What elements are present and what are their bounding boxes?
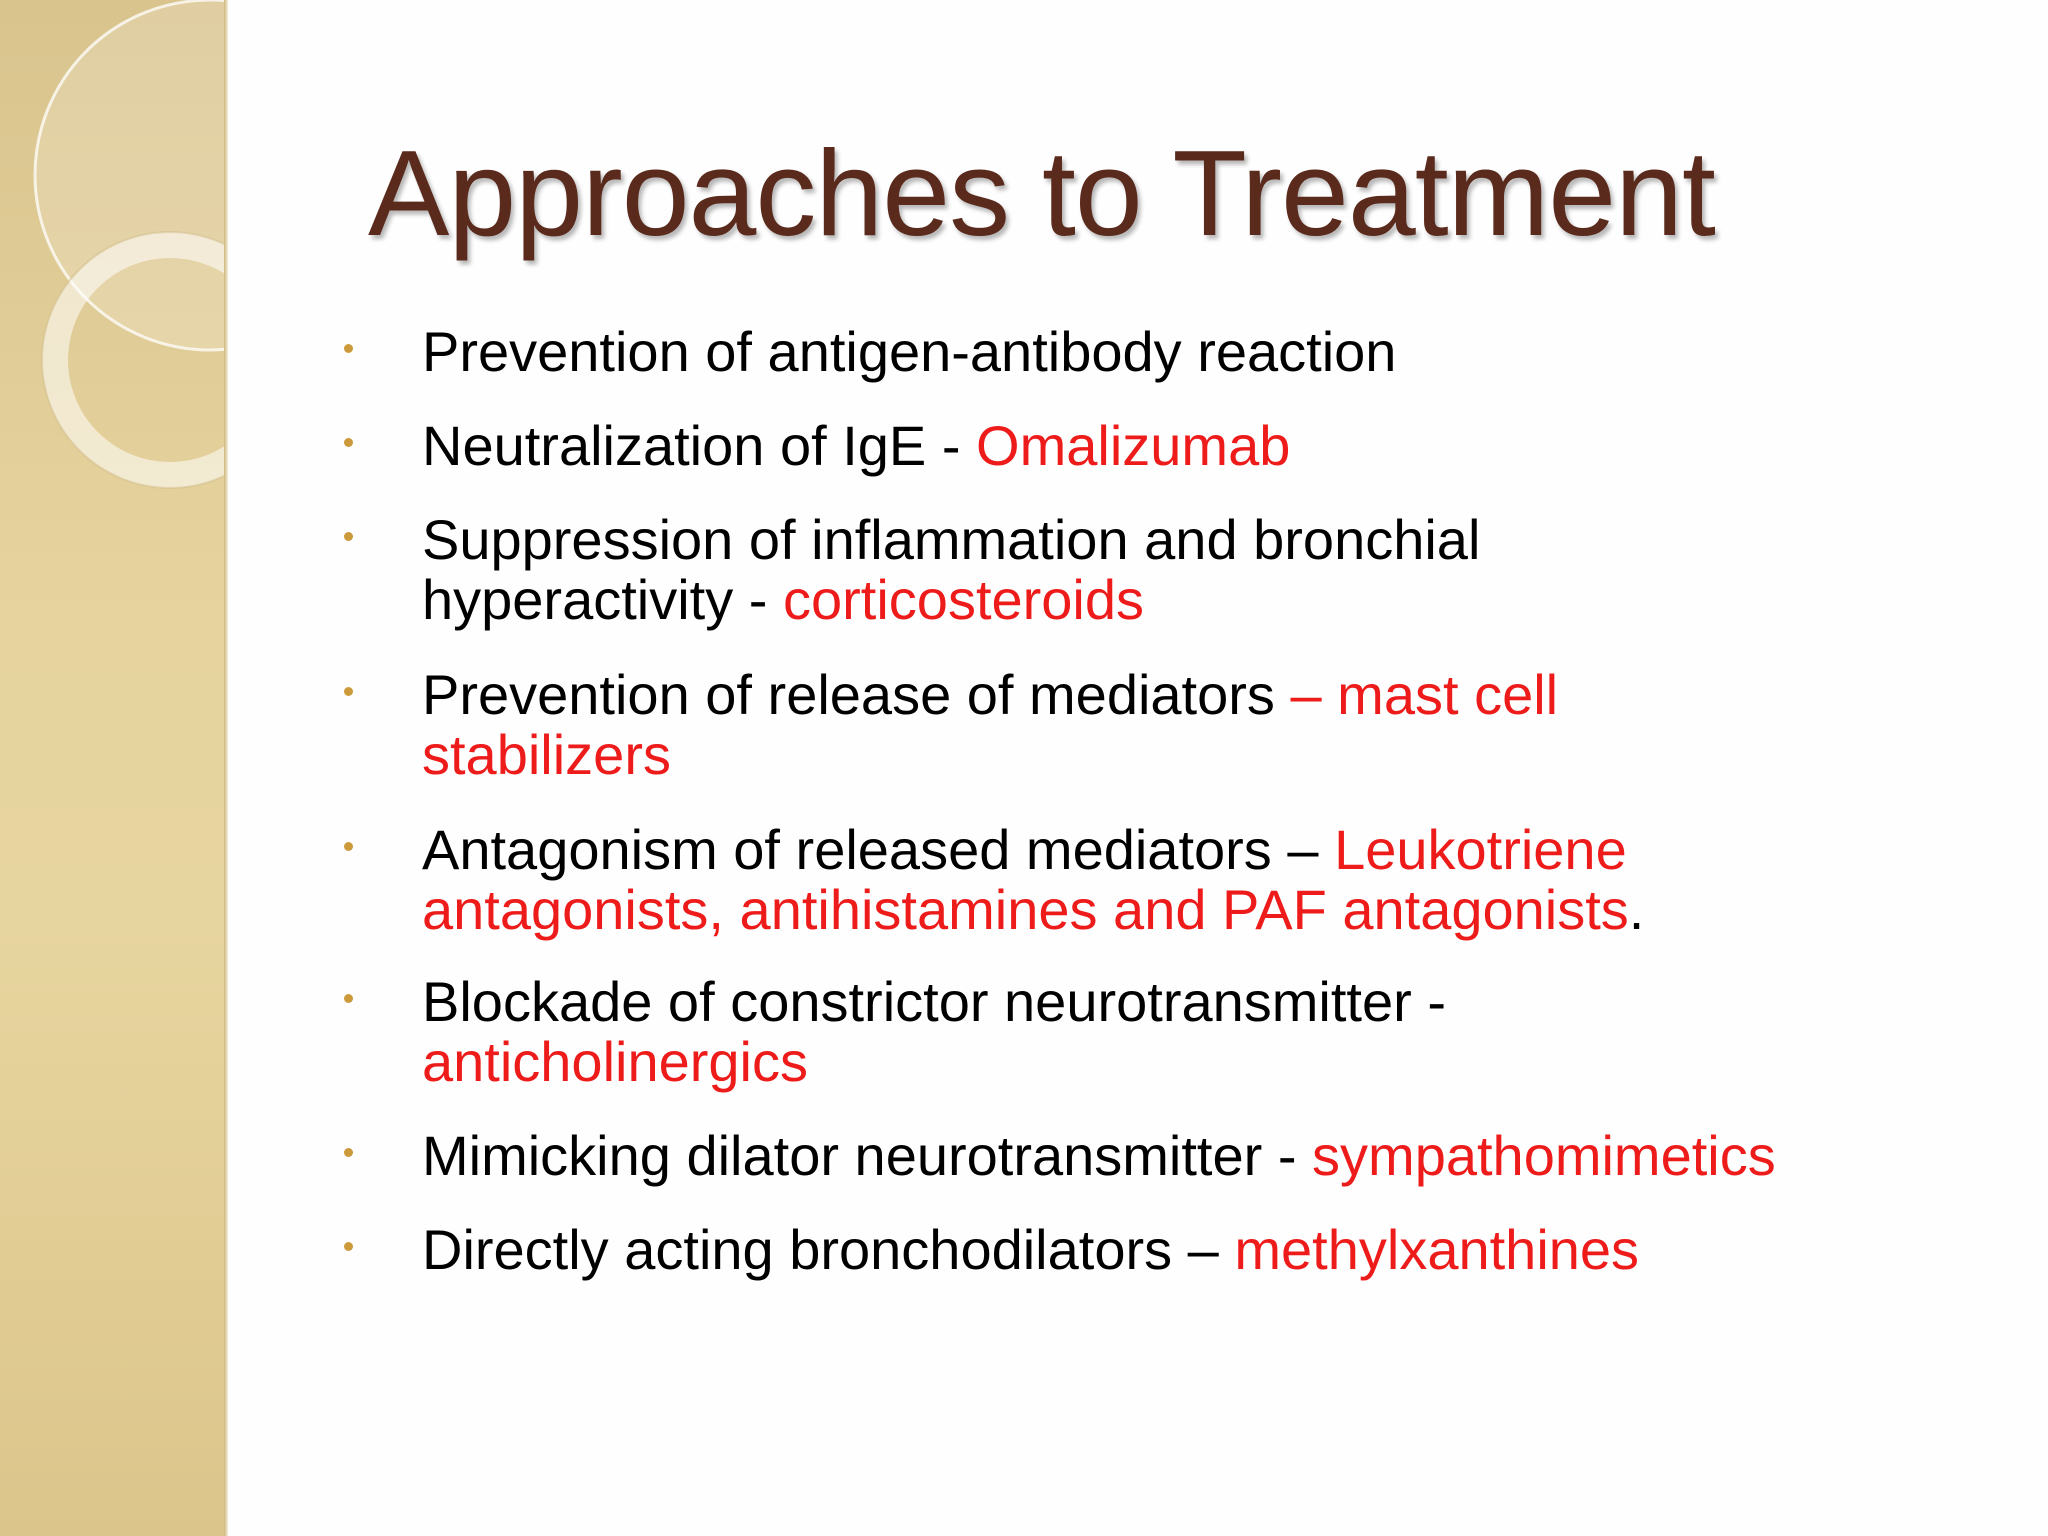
sidebar-divider xyxy=(224,0,228,1536)
decorative-circles xyxy=(33,0,226,489)
bullet-text-line1: Suppression of inflammation and bronchia… xyxy=(422,508,1481,571)
bullet-dot-icon xyxy=(344,532,353,541)
bullet-highlight-line1: – mast cell xyxy=(1290,663,1559,726)
bullet-highlight-line2: antagonists, antihistamines and PAF anta… xyxy=(422,878,1629,941)
bullet-item-blockade-constrictor: Blockade of constrictor neurotransmitter… xyxy=(340,972,2020,1092)
bullet-text-line1: Antagonism of released mediators – xyxy=(422,818,1335,881)
bullet-dot-icon xyxy=(344,344,353,353)
bullet-item-direct-bronchodilators: Directly acting bronchodilators – methyl… xyxy=(340,1220,2020,1280)
bullet-dot-icon xyxy=(344,438,353,447)
bullet-suffix: . xyxy=(1628,878,1645,941)
bullet-text-line1: Blockade of constrictor neurotransmitter… xyxy=(422,970,1446,1033)
bullet-dot-icon xyxy=(344,1242,353,1251)
bullet-highlight: methylxanthines xyxy=(1234,1218,1640,1281)
bullet-dot-icon xyxy=(344,994,353,1003)
bullet-dot-icon xyxy=(344,687,353,696)
bullet-highlight: Omalizumab xyxy=(976,414,1291,477)
bullet-item-suppression-inflammation: Suppression of inflammation and bronchia… xyxy=(340,510,2020,630)
bullet-highlight-line2: anticholinergics xyxy=(422,1030,808,1093)
bullet-highlight: sympathomimetics xyxy=(1312,1124,1776,1187)
bullet-text: Directly acting bronchodilators – xyxy=(422,1218,1235,1281)
bullet-highlight: corticosteroids xyxy=(783,568,1145,631)
bullet-item-prevention-antigen: Prevention of antigen-antibody reaction xyxy=(340,322,2020,382)
bullet-text-line2: hyperactivity - xyxy=(422,568,783,631)
bullet-text: Prevention of antigen-antibody reaction xyxy=(422,320,1397,383)
bullet-highlight-line2: stabilizers xyxy=(422,723,671,786)
bullet-item-antagonism-mediators: Antagonism of released mediators – Leuko… xyxy=(340,820,2020,940)
bullet-highlight-line1: Leukotriene xyxy=(1334,818,1627,881)
bullet-item-mimicking-dilator: Mimicking dilator neurotransmitter - sym… xyxy=(340,1126,2020,1186)
bullet-dot-icon xyxy=(344,842,353,851)
slide-title: Approaches to Treatment xyxy=(368,125,1716,261)
bullet-item-prevention-release: Prevention of release of mediators – mas… xyxy=(340,665,2020,785)
decorative-sidebar xyxy=(0,0,226,1536)
bullet-item-neutralization-ige: Neutralization of IgE - Omalizumab xyxy=(340,416,2020,476)
bullet-list: Prevention of antigen-antibody reaction … xyxy=(340,322,2020,1280)
bullet-text: Neutralization of IgE - xyxy=(422,414,977,477)
bullet-text: Mimicking dilator neurotransmitter - xyxy=(422,1124,1313,1187)
bullet-text-line1: Prevention of release of mediators xyxy=(422,663,1291,726)
bullet-dot-icon xyxy=(344,1148,353,1157)
